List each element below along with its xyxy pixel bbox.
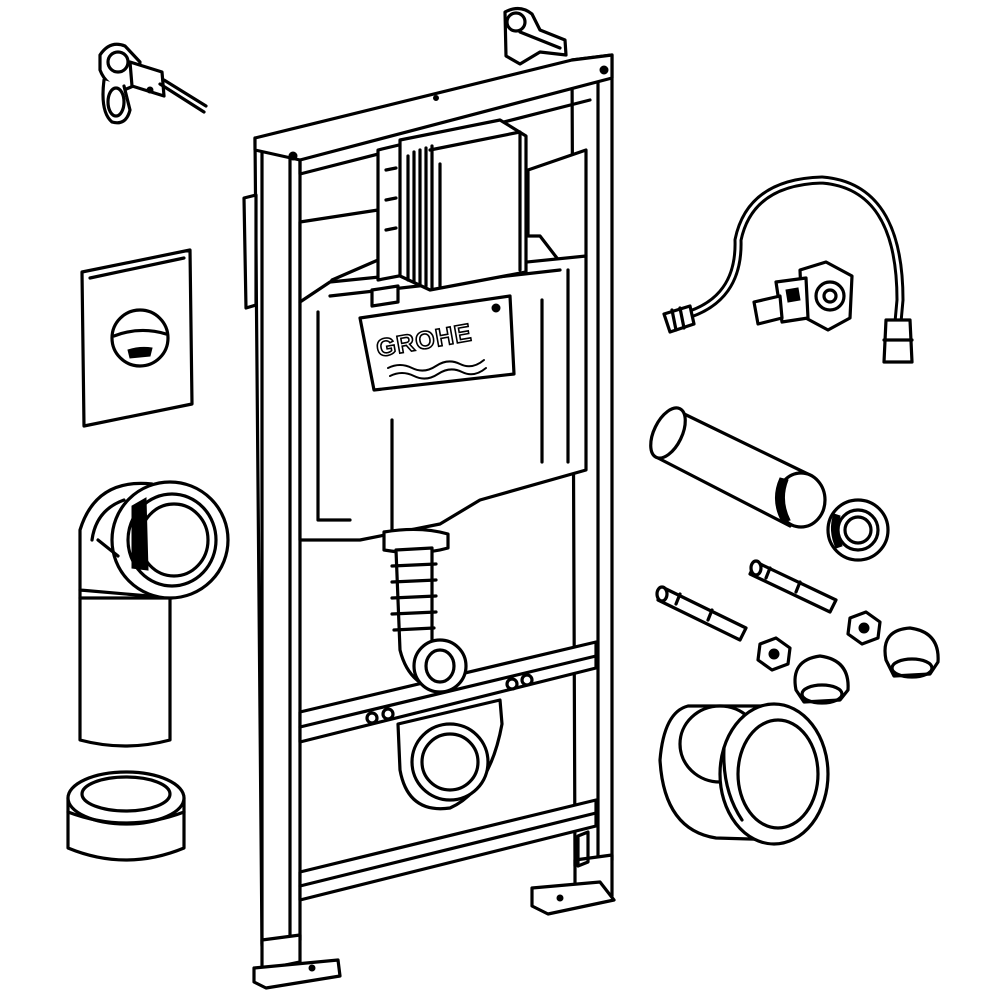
pipe-cap bbox=[66, 770, 186, 862]
mounting-bolt-right bbox=[748, 559, 838, 614]
cap-nut-left bbox=[793, 654, 850, 705]
cistern: GROHE bbox=[298, 118, 588, 811]
cap-nut-right bbox=[883, 626, 940, 679]
flexible-hose bbox=[662, 175, 914, 364]
wall-bracket-top-right bbox=[503, 6, 568, 66]
mounting-bolt-left bbox=[655, 585, 748, 642]
hex-nut-right bbox=[846, 610, 882, 646]
hex-nut-left bbox=[756, 636, 792, 672]
wall-bracket-top-left bbox=[98, 42, 208, 125]
angle-valve bbox=[752, 260, 854, 332]
flush-plate bbox=[80, 248, 194, 428]
connector-pipe bbox=[649, 406, 827, 529]
pan-connector-sleeve bbox=[658, 702, 830, 846]
bend-pipe bbox=[78, 480, 230, 748]
pipe-nut bbox=[826, 498, 890, 562]
